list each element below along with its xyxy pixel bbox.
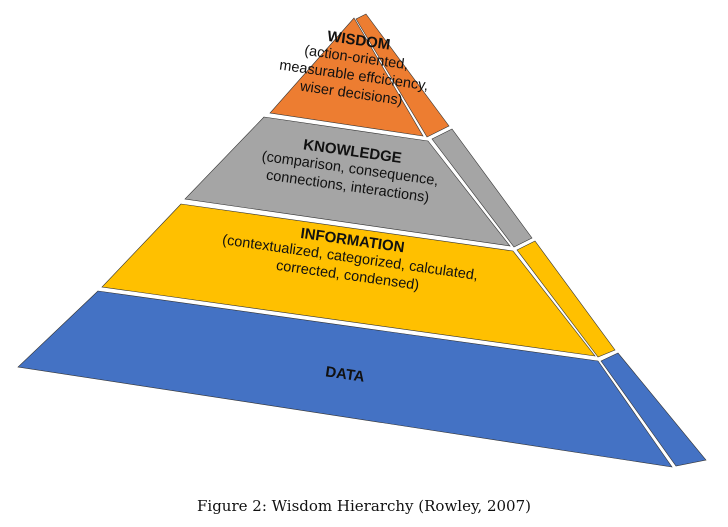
figure-caption: Figure 2: Wisdom Hierarchy (Rowley, 2007… bbox=[197, 497, 531, 515]
knowledge-front bbox=[184, 116, 511, 247]
data-side bbox=[600, 352, 707, 467]
data-front bbox=[17, 290, 673, 468]
wisdom-side bbox=[355, 13, 450, 138]
knowledge-side bbox=[431, 128, 533, 248]
information-side bbox=[516, 240, 616, 358]
information-front bbox=[101, 203, 596, 357]
wisdom-front bbox=[269, 17, 424, 137]
